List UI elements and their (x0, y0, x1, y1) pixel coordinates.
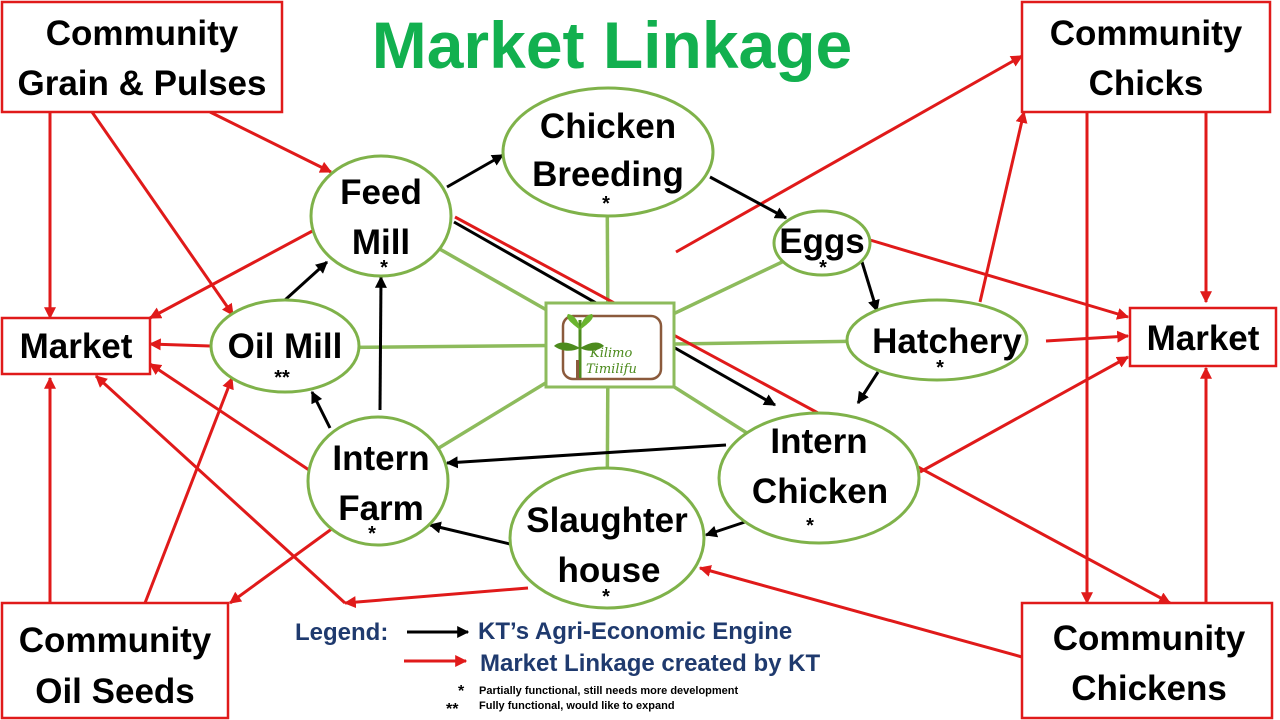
status-mark: * (380, 257, 388, 279)
node-label: Intern (770, 422, 867, 461)
box-label: Community (1050, 14, 1243, 53)
arrow-intern-chicken-to-market (919, 355, 1130, 474)
node-label: Chicken (752, 472, 888, 511)
note-mark-single: * (458, 683, 465, 700)
market-linkage-arrows (44, 54, 1212, 659)
arrow-intern-farm-to-feed-mill (374, 275, 387, 411)
note-mark-double: ** (446, 701, 459, 718)
node-label: Feed (340, 173, 422, 212)
box-community-chicks: Community Chicks (1020, 0, 1272, 114)
box-community-chickens: Community Chickens (1020, 601, 1274, 720)
status-mark: * (602, 193, 610, 215)
arrow-intern-farm-to-oil-seeds (229, 526, 334, 605)
box-label: Grain & Pulses (18, 64, 267, 103)
arrow-eggs-to-market (869, 238, 1130, 320)
arrow-to-community-chicks (675, 54, 1024, 254)
node-label: Eggs (779, 222, 865, 261)
arrow-intern-farm-to-market (149, 362, 319, 478)
arrow-feed-mill-to-chickens (454, 215, 1172, 605)
status-mark: * (602, 586, 610, 608)
box-label: Community (19, 621, 212, 660)
arrow-intern-farm-to-oil-mill (310, 390, 332, 429)
node-label: Hatchery (872, 322, 1022, 361)
arrow-eggs-to-hatchery (860, 261, 880, 313)
box-market-right: Market (1128, 306, 1278, 368)
node-label: house (557, 551, 660, 590)
box-label: Chicks (1089, 64, 1204, 103)
arrow-grain-to-oil-mill (90, 111, 235, 316)
arrow-feed-mill-to-breeding (446, 153, 505, 189)
note-full: Fully functional, would like to expand (479, 700, 675, 712)
box-community-grain: Community Grain & Pulses (0, 0, 284, 114)
status-mark: * (936, 357, 944, 379)
node-label: Breeding (532, 155, 684, 194)
box-market-left: Market (0, 316, 152, 376)
note-partial: Partially functional, still needs more d… (479, 685, 739, 697)
status-mark: * (368, 523, 376, 545)
arrow-slaughter-segment (343, 586, 529, 609)
plant-sprout-icon (554, 314, 604, 378)
arrow-oil-mill-to-feed-mill (283, 260, 329, 302)
logo-line-1: Kilimo (589, 346, 633, 361)
arrow-oil-seeds-to-oil-mill (143, 376, 234, 604)
node-hatchery: Hatchery * (845, 298, 1029, 382)
node-label: Farm (338, 489, 424, 528)
legend-black-label: KT’s Agri-Economic Engine (478, 618, 792, 645)
node-label: Oil Mill (228, 327, 343, 366)
status-mark: * (819, 257, 827, 279)
box-label: Community (46, 14, 239, 53)
node-label: Slaughter (526, 501, 688, 540)
arrow-intern-chicken-to-slaughter (704, 519, 749, 538)
node-feed-mill: Feed Mill * (309, 154, 453, 279)
arrow-hatchery-to-chicks (978, 110, 1028, 303)
box-label: Market (1147, 319, 1260, 358)
status-mark: ** (274, 367, 290, 389)
arrow-slaughter-to-market (94, 374, 347, 605)
node-oil-mill: Oil Mill ** (209, 298, 361, 394)
arrow-hatchery-to-intern-chicken (856, 371, 880, 405)
arrow-breeding-to-eggs (709, 175, 788, 220)
box-label: Chickens (1071, 669, 1227, 708)
arrow-feed-mill-to-market (148, 226, 319, 320)
node-label: Chicken (540, 107, 676, 146)
node-intern-farm: Intern Farm * (306, 415, 450, 547)
node-label: Intern (332, 439, 429, 478)
node-intern-chicken: Intern Chicken * (717, 411, 921, 545)
diagram-title: Market Linkage (372, 8, 853, 82)
node-eggs: Eggs * (772, 209, 872, 279)
logo-line-2: Timilifu (586, 362, 637, 377)
kilimo-timilifu-logo: Kilimo Timilifu (544, 301, 676, 389)
arrow-chickens-to-slaughter (698, 565, 1023, 659)
box-label: Oil Seeds (35, 672, 195, 711)
box-label: Community (1053, 619, 1246, 658)
node-chicken-breeding: Chicken Breeding * (501, 86, 715, 218)
status-mark: * (806, 515, 814, 537)
box-label: Market (20, 327, 133, 366)
node-slaughter-house: Slaughter house * (508, 466, 706, 610)
legend: Legend: KT’s Agri-Economic Engine Market… (295, 618, 820, 718)
arrow-oil-mill-to-market (148, 338, 211, 351)
arrow-grain-to-feed-mill (209, 110, 333, 174)
legend-red-label: Market Linkage created by KT (480, 650, 820, 677)
arrow-intern-chicken-to-intern-farm (445, 443, 727, 469)
node-label: Mill (352, 223, 410, 262)
arrow-slaughter-to-intern-farm (428, 521, 511, 546)
legend-heading: Legend: (295, 619, 388, 646)
box-community-oil-seeds: Community Oil Seeds (0, 601, 230, 720)
